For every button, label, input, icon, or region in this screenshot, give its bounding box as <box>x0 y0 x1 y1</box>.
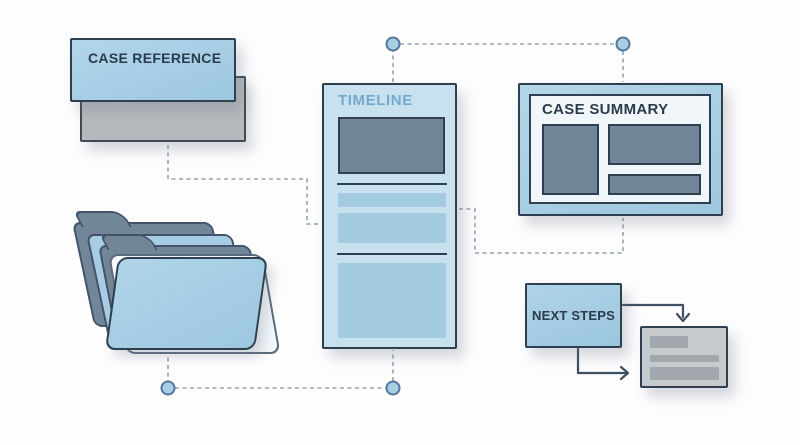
case-reference-card: CASE REFERENCE <box>70 38 236 102</box>
timeline-entry-bar <box>338 213 446 243</box>
document-text-bar <box>650 336 688 348</box>
connector-reference-to-timeline <box>167 145 320 225</box>
next-steps-card: NEXT STEPS <box>525 283 622 348</box>
arrow-nextsteps-right <box>621 303 685 319</box>
arrow-right-head-icon <box>619 365 630 381</box>
timeline-entry-bar <box>338 193 446 207</box>
timeline-divider <box>337 253 447 255</box>
connector-node-bottom-left <box>160 380 176 396</box>
arrow-down-head-icon <box>675 312 691 323</box>
folder-tab-icon <box>73 211 132 227</box>
case-summary-left-block <box>542 124 599 195</box>
connector-node-bottom-right <box>385 380 401 396</box>
case-summary-panel: CASE SUMMARY <box>518 83 723 216</box>
document-text-bar <box>650 367 719 380</box>
case-summary-title: CASE SUMMARY <box>542 101 669 118</box>
document-card <box>640 326 728 388</box>
timeline-title: TIMELINE <box>338 92 413 109</box>
document-text-bar <box>650 355 719 362</box>
timeline-image-placeholder <box>338 117 445 174</box>
case-summary-inner-panel: CASE SUMMARY <box>529 94 711 204</box>
case-summary-right-bottom-block <box>608 174 701 195</box>
arrow-nextsteps-bottom <box>576 347 629 375</box>
folder-front-icon <box>104 257 268 350</box>
timeline-panel: TIMELINE <box>322 83 457 349</box>
next-steps-label: NEXT STEPS <box>532 308 615 323</box>
connector-node-top-right <box>615 36 631 52</box>
timeline-entry-bar <box>338 263 446 338</box>
connector-node-top-left <box>385 36 401 52</box>
case-summary-right-top-block <box>608 124 701 165</box>
timeline-divider <box>337 183 447 185</box>
case-reference-label: CASE REFERENCE <box>88 50 222 66</box>
